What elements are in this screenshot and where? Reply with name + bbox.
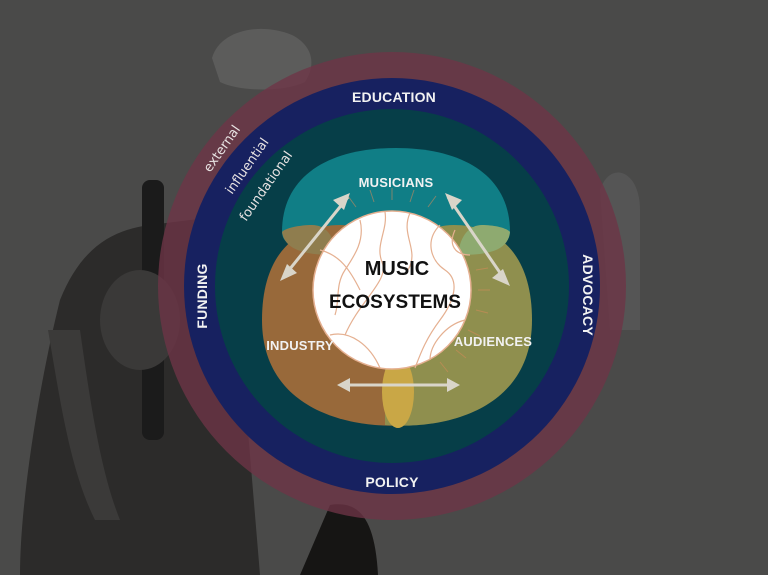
arrow-musicians-audiences [446,196,507,281]
arrowhead-icon [445,193,462,210]
arrowhead-icon [333,193,350,210]
center-contour-lines [319,211,471,369]
musicians-industry-overlap [282,225,335,255]
advocacy-label: ADVOCACY [580,254,596,336]
arrowhead-icon [492,269,510,286]
title-line-2: ECOSYSTEMS [329,292,461,313]
audiences-label: AUDIENCES [454,334,532,349]
musicians-label: MUSICIANS [359,175,434,190]
industry-audiences-overlap [382,356,414,428]
beanie-hat-shape [212,28,312,90]
shadow-shape [300,504,378,575]
sunburst-lines [347,188,490,373]
funding-label: FUNDING [194,263,210,328]
arrow-musicians-industry [283,196,350,276]
arm-shape [48,330,120,520]
arrowhead-icon [337,378,350,392]
title-line-1: MUSIC [365,258,429,280]
industry-label: INDUSTRY [266,338,334,353]
arrowhead-icon [447,378,460,392]
relationship-arrows [280,193,510,392]
education-label: EDUCATION [352,89,436,105]
center-circle [312,210,472,370]
policy-label: POLICY [365,474,419,490]
arrowhead-icon [280,264,297,281]
